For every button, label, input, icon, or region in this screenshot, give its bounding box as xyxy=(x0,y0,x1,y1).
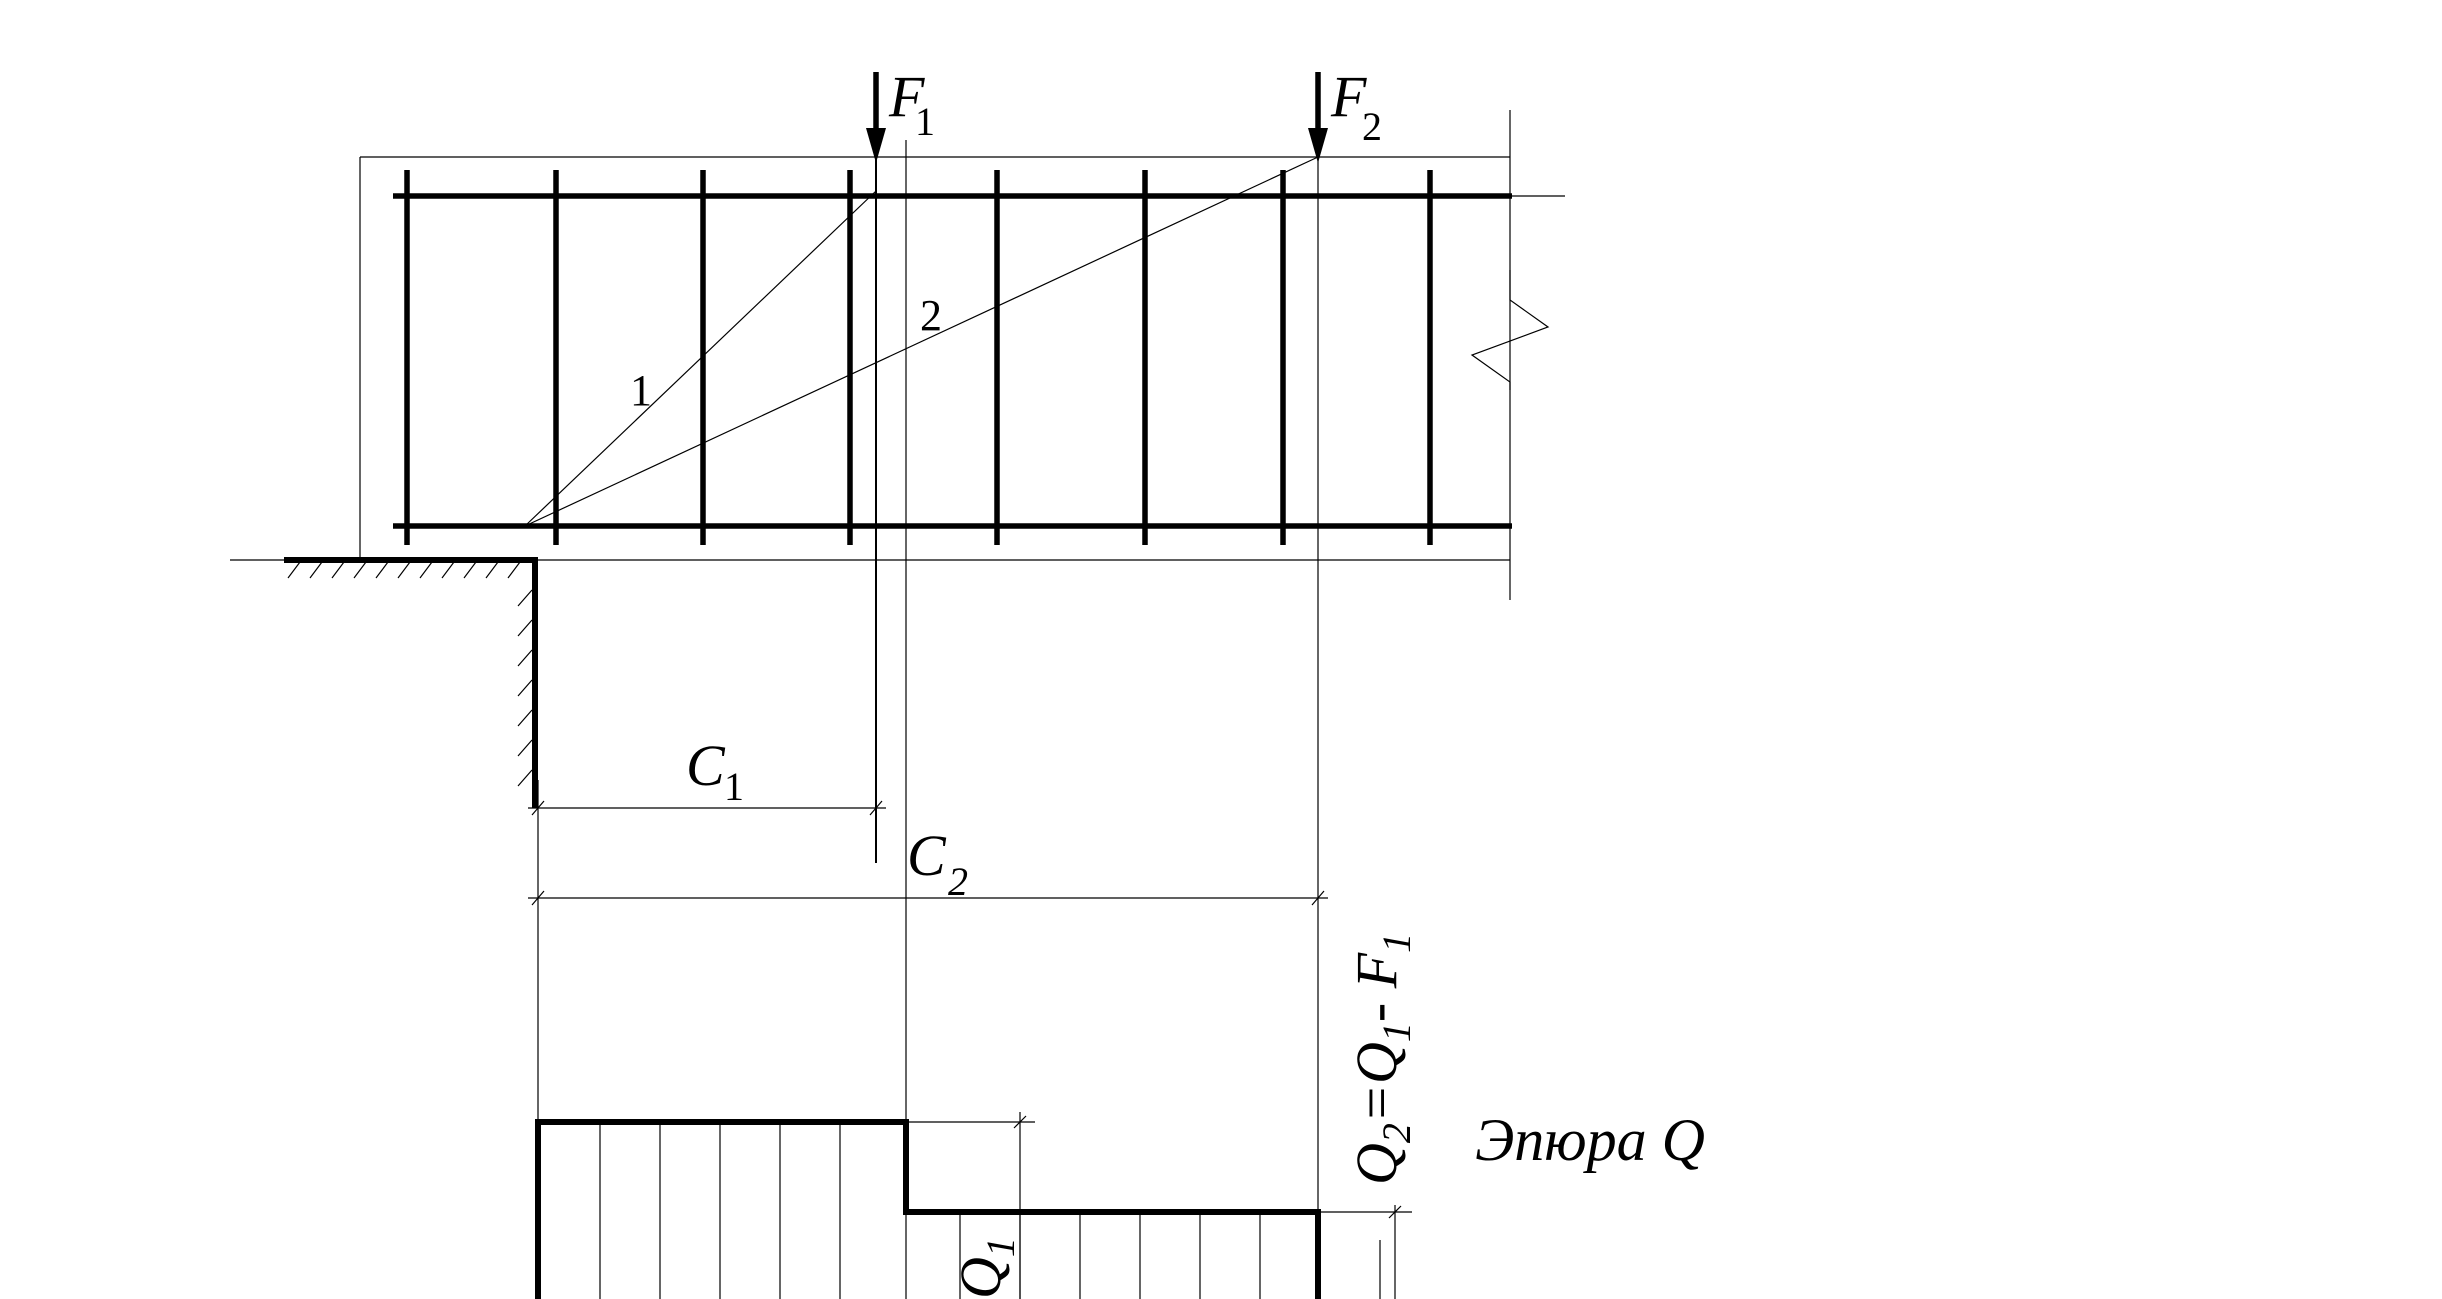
svg-text:Q1: Q1 xyxy=(948,1237,1023,1299)
diagram-title: Эпюра Q xyxy=(1475,1107,1705,1173)
c2-subscript: 2 xyxy=(948,859,968,904)
q1-label: Q1 xyxy=(948,1237,1023,1299)
inclined-cracks xyxy=(524,156,1319,527)
shear-diagram xyxy=(535,1112,1510,1299)
f1-subscript: 1 xyxy=(915,99,935,144)
crack-2-line xyxy=(524,156,1319,527)
force-f1-arrow xyxy=(866,72,886,863)
crack-2-label: 2 xyxy=(920,291,942,340)
f2-subscript: 2 xyxy=(1362,104,1382,149)
c2-label: C xyxy=(907,823,947,888)
dimension-c2 xyxy=(528,890,1328,906)
f2-label: F xyxy=(1330,64,1367,129)
svg-text:Q2=Q1- F1: Q2=Q1- F1 xyxy=(1344,933,1419,1185)
stirrups xyxy=(404,170,1433,545)
longitudinal-rebar xyxy=(393,193,1512,529)
c1-label: C xyxy=(686,733,726,798)
support-hatching xyxy=(287,561,533,787)
c1-subscript: 1 xyxy=(724,764,744,809)
dimension-c1 xyxy=(528,800,886,816)
force-f2-arrow xyxy=(1308,72,1328,1299)
f1-label: F xyxy=(888,64,925,129)
support xyxy=(284,557,538,808)
shear-formula: Q2=Q1- F1 xyxy=(1344,933,1419,1185)
crack-1-label: 1 xyxy=(630,366,652,415)
crack-1-line xyxy=(524,190,877,527)
